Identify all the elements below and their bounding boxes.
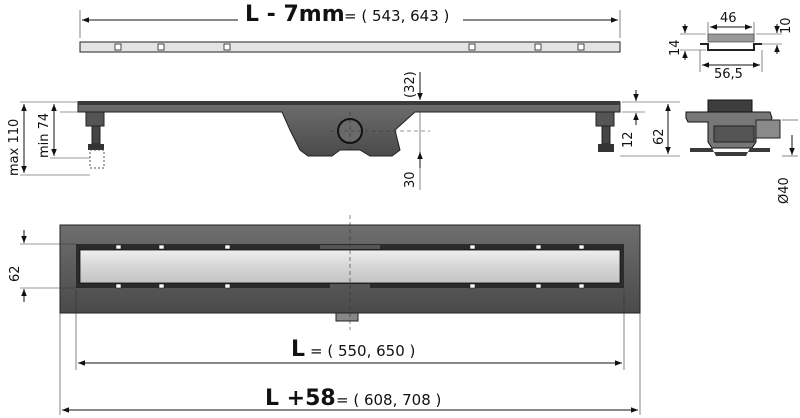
plan-view: 62 L = ( 550, 650 ) L +58 = ( 608, 708 ) bbox=[8, 215, 641, 415]
plan-grate-width: 62 bbox=[8, 265, 23, 282]
left-foot bbox=[85, 111, 105, 169]
profile-section: 46 14 10 56,5 bbox=[668, 11, 794, 82]
outlet-detail: Ø40 bbox=[685, 99, 798, 204]
profile-width-bottom: 56,5 bbox=[714, 67, 743, 82]
top-length-values: = ( 543, 643 ) bbox=[344, 7, 449, 25]
top-length-label: L - 7mm bbox=[245, 2, 345, 27]
side-body-height: 62 bbox=[652, 128, 667, 145]
side-min-height: min 74 bbox=[37, 113, 52, 158]
grate-strip bbox=[79, 41, 621, 53]
right-foot bbox=[595, 111, 615, 152]
side-flange-height: 12 bbox=[621, 131, 636, 148]
top-grate-strip: L - 7mm = ( 543, 643 ) bbox=[79, 2, 621, 53]
profile-width-top: 46 bbox=[720, 11, 737, 26]
side-drop-height: 30 bbox=[403, 171, 418, 188]
inner-length-label: L bbox=[291, 337, 305, 362]
total-length-label: L +58 bbox=[265, 386, 336, 411]
profile-height-right: 10 bbox=[779, 17, 794, 34]
profile-height-left: 14 bbox=[668, 39, 683, 56]
inner-length-values: = ( 550, 650 ) bbox=[310, 342, 415, 360]
side-outlet-offset: (32) bbox=[403, 71, 418, 98]
side-view: max 110 min 74 (32) 30 12 bbox=[7, 71, 680, 190]
outlet-diameter: Ø40 bbox=[777, 177, 792, 204]
side-max-height: max 110 bbox=[7, 119, 22, 176]
total-length-values: = ( 608, 708 ) bbox=[336, 391, 441, 409]
